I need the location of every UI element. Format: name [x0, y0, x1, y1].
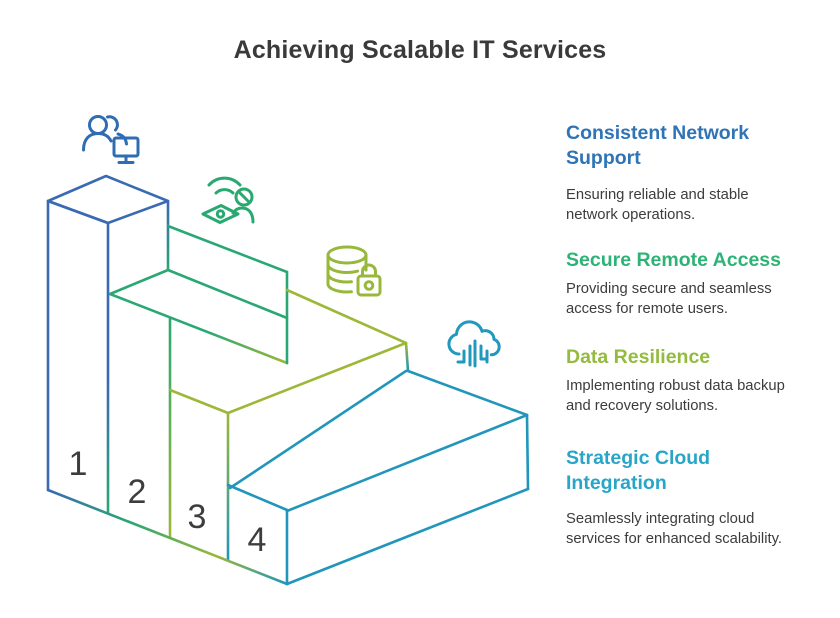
cloud-integration-icon [447, 320, 501, 368]
ground-edge [46, 488, 289, 586]
step-3-description: Implementing robust data backup and reco… [566, 378, 785, 414]
step-numbers: 1 2 3 4 [69, 445, 267, 559]
page-title: Achieving Scalable IT Services [233, 36, 607, 64]
step-2-description: Providing secure and seamless access for… [566, 281, 772, 317]
step-3-heading: Data Resilience [566, 346, 711, 368]
step-4-description: Seamlessly integrating cloud services fo… [566, 511, 783, 547]
step-number-3: 3 [188, 498, 207, 536]
secure-database-icon [326, 245, 382, 297]
team-support-icon [82, 115, 140, 164]
staircase-wireframe [46, 174, 530, 586]
step-number-1: 1 [69, 445, 88, 483]
step-2-box [108, 224, 289, 539]
step-1-heading: Consistent Network Support [566, 122, 750, 169]
step-1-box [46, 174, 170, 515]
step-1-description: Ensuring reliable and stable network ope… [566, 187, 749, 223]
step-2-heading: Secure Remote Access [566, 249, 781, 271]
step-4-heading: Strategic Cloud Integration [566, 447, 711, 494]
step-4-box [226, 369, 530, 586]
step-number-4: 4 [248, 521, 267, 559]
remote-access-icon [201, 176, 255, 224]
step-3-box [168, 288, 410, 562]
step-number-2: 2 [128, 473, 147, 511]
